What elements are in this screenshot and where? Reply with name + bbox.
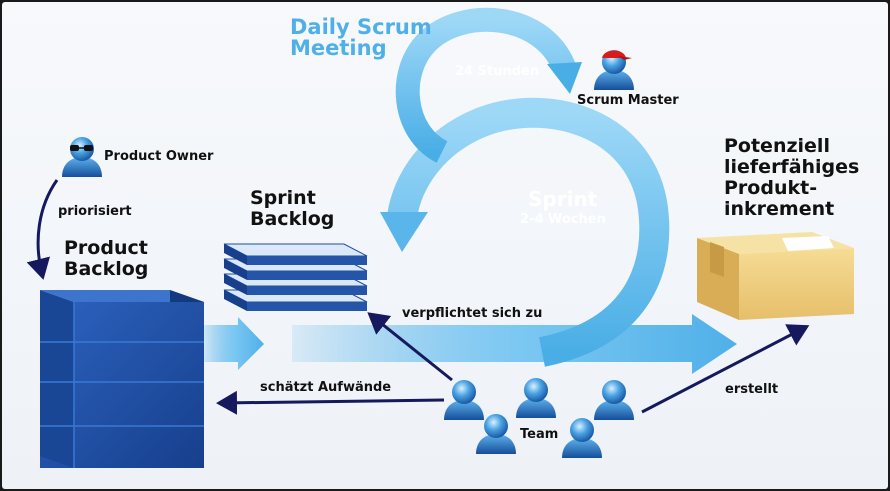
flow-arrow-right-icon <box>292 314 737 374</box>
sprint-backlog-stack-icon <box>223 243 368 311</box>
sprint-label: Sprint <box>528 187 598 211</box>
flow-arrow-left-icon <box>202 317 264 370</box>
hours-label: 24 Stunden <box>455 64 540 79</box>
product-increment-label: Potenziell lieferfähiges Produkt- inkrem… <box>724 135 860 220</box>
daily-scrum-label: Daily Scrum Meeting <box>290 15 432 60</box>
daily-scrum-arrowhead-icon <box>547 62 582 94</box>
scrum-master-label: Scrum Master <box>577 93 679 108</box>
product-owner-label: Product Owner <box>104 149 214 164</box>
creates-label: erstellt <box>725 382 779 397</box>
team-member-figure-icon <box>476 414 516 454</box>
team-member-figure-icon <box>516 378 556 418</box>
sprint-duration-label: 2-4 Wochen <box>520 212 606 227</box>
team-member-figure-icon <box>444 380 484 420</box>
team-member-figure-icon <box>562 418 602 458</box>
commits-label: verpflichtet sich zu <box>402 306 543 321</box>
estimates-arrow-icon <box>216 390 445 415</box>
product-backlog-label: Product Backlog <box>64 237 149 280</box>
prioritizes-arrow-icon <box>26 179 59 280</box>
creates-arrow-icon <box>641 324 810 414</box>
estimates-label: schätzt Aufwände <box>260 380 392 395</box>
product-owner-figure-icon <box>62 137 102 177</box>
sprint-backlog-label: Sprint Backlog <box>250 187 335 230</box>
team-member-figure-icon <box>594 380 634 420</box>
scrum-master-figure-icon <box>594 50 634 90</box>
daily-scrum-loop-arrow-icon <box>395 7 576 163</box>
prioritizes-label: priorisiert <box>58 204 132 219</box>
product-increment-box-icon <box>697 232 854 320</box>
commits-arrow-icon <box>367 312 453 382</box>
product-backlog-stack-icon <box>40 290 204 468</box>
sprint-cycle-arrowhead-icon <box>380 212 428 252</box>
team-label: Team <box>520 427 559 442</box>
